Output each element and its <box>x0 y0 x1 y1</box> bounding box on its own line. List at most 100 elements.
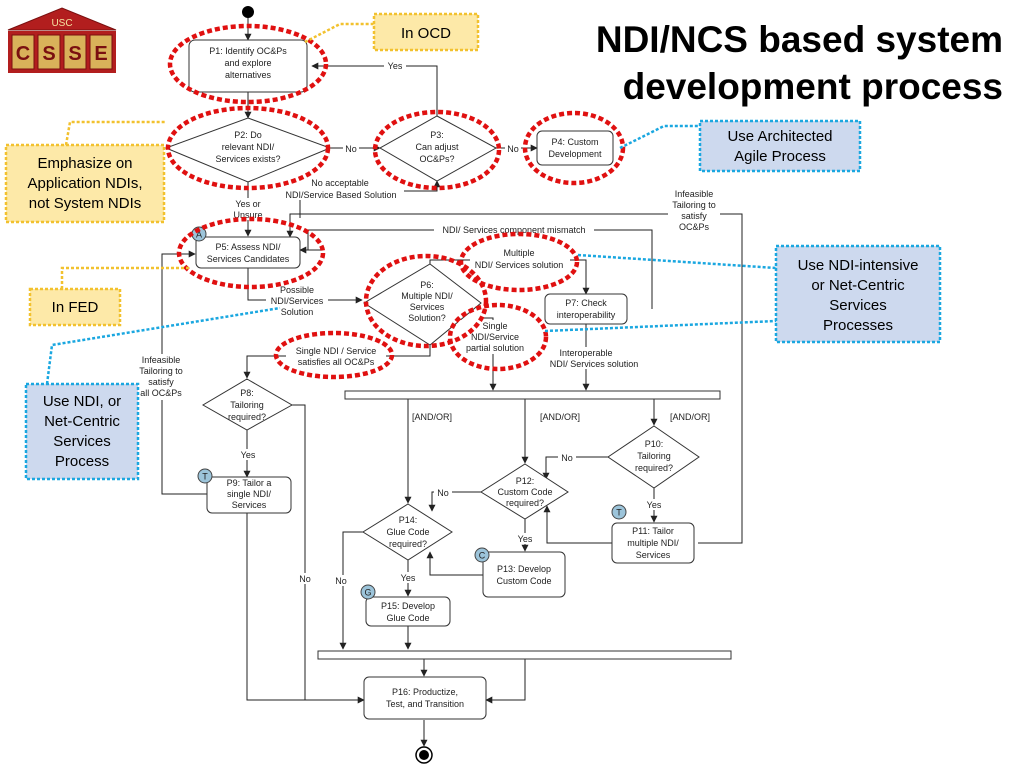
svg-text:required?: required? <box>389 539 427 549</box>
svg-text:No: No <box>345 144 357 154</box>
title-line-1: NDI/NCS based system <box>596 19 1003 60</box>
svg-text:E: E <box>94 43 107 65</box>
svg-text:USC: USC <box>51 18 72 29</box>
svg-text:No: No <box>561 453 573 463</box>
svg-text:Services: Services <box>829 297 887 314</box>
svg-text:Glue Code: Glue Code <box>386 527 429 537</box>
svg-text:Solution?: Solution? <box>408 313 446 323</box>
svg-text:Single NDI / Service: Single NDI / Service <box>296 346 377 356</box>
svg-text:Processes: Processes <box>823 317 893 334</box>
node-p1: P1: Identify OC&Ps and explore alternati… <box>188 39 308 93</box>
svg-text:[AND/OR]: [AND/OR] <box>670 412 710 422</box>
svg-text:P9: Tailor a: P9: Tailor a <box>227 478 272 488</box>
svg-text:Custom Code: Custom Code <box>497 487 552 497</box>
svg-text:Interoperable: Interoperable <box>559 348 612 358</box>
svg-text:satisfy: satisfy <box>148 377 174 387</box>
svg-text:Infeasible: Infeasible <box>142 355 181 365</box>
svg-text:P12:: P12: <box>516 476 535 486</box>
svg-text:P6:: P6: <box>420 280 434 290</box>
node-p2: P2: Do relevant NDI/ Services exists? <box>164 117 332 183</box>
svg-text:Use NDI, or: Use NDI, or <box>43 393 121 410</box>
svg-text:Services exists?: Services exists? <box>215 154 280 164</box>
svg-text:No: No <box>335 576 347 586</box>
svg-text:NDI/ Services component mismat: NDI/ Services component mismatch <box>442 225 585 235</box>
callout-use-ndi-intensive: Use NDI-intensive or Net-Centric Service… <box>774 244 942 344</box>
svg-text:P15: Develop: P15: Develop <box>381 601 435 611</box>
svg-text:No: No <box>507 144 519 154</box>
svg-text:Single: Single <box>482 321 507 331</box>
callout-in-ocd: In OCD <box>372 12 480 52</box>
svg-text:Yes: Yes <box>388 61 403 71</box>
svg-text:Multiple: Multiple <box>503 248 534 258</box>
svg-text:Use Architected: Use Architected <box>727 128 832 145</box>
svg-text:Custom Code: Custom Code <box>496 576 551 586</box>
callout-use-agile: Use Architected Agile Process <box>698 119 862 173</box>
svg-text:P13: Develop: P13: Develop <box>497 564 551 574</box>
node-p11: P11: Tailor multiple NDI/ Services <box>611 522 695 564</box>
svg-text:P4: Custom: P4: Custom <box>551 137 598 147</box>
svg-text:Tailoring: Tailoring <box>230 400 264 410</box>
svg-text:No: No <box>437 488 449 498</box>
svg-text:Tailoring to: Tailoring to <box>672 200 716 210</box>
svg-text:Multiple NDI/: Multiple NDI/ <box>401 291 453 301</box>
svg-text:Test, and Transition: Test, and Transition <box>386 699 464 709</box>
svg-text:multiple NDI/: multiple NDI/ <box>627 538 679 548</box>
svg-text:single NDI/: single NDI/ <box>227 489 272 499</box>
svg-text:Yes: Yes <box>241 450 256 460</box>
node-p4: P4: Custom Development <box>536 130 614 166</box>
svg-text:OC&Ps?: OC&Ps? <box>419 154 454 164</box>
svg-text:P1: Identify OC&Ps: P1: Identify OC&Ps <box>209 46 287 56</box>
svg-text:No acceptable: No acceptable <box>311 178 369 188</box>
svg-text:A: A <box>196 230 202 240</box>
node-p15: P15: Develop Glue Code <box>365 596 451 627</box>
svg-text:C: C <box>479 551 486 561</box>
svg-text:Agile Process: Agile Process <box>734 148 826 165</box>
title-line-2: development process <box>623 66 1003 107</box>
svg-text:P11: Tailor: P11: Tailor <box>632 526 674 536</box>
svg-text:Yes: Yes <box>401 573 416 583</box>
badge-t-p9: T <box>197 468 213 484</box>
svg-text:Yes or: Yes or <box>235 199 260 209</box>
svg-text:required?: required? <box>635 463 673 473</box>
svg-text:P14:: P14: <box>399 515 418 525</box>
node-p7: P7: Check interoperability <box>544 293 628 325</box>
svg-text:[AND/OR]: [AND/OR] <box>540 412 580 422</box>
node-p9: P9: Tailor a single NDI/ Services <box>206 476 292 514</box>
svg-text:Services Candidates: Services Candidates <box>207 254 290 264</box>
callout-use-ndi: Use NDI, or Net-Centric Services Process <box>24 382 140 481</box>
red-highlights <box>165 23 626 380</box>
svg-text:Unsure: Unsure <box>233 210 262 220</box>
svg-text:relevant NDI/: relevant NDI/ <box>222 142 275 152</box>
usc-csse-logo: USC C S S E <box>7 7 117 73</box>
svg-text:Glue Code: Glue Code <box>386 613 429 623</box>
svg-text:alternatives: alternatives <box>225 70 272 80</box>
svg-text:NDI/Services: NDI/Services <box>271 296 324 306</box>
svg-text:In FED: In FED <box>52 299 99 316</box>
node-p14: P14: Glue Code required? <box>362 503 453 561</box>
node-p10: P10: Tailoring required? <box>607 425 700 489</box>
callout-emphasize: Emphasize on Application NDIs, not Syste… <box>4 143 166 224</box>
svg-text:all OC&Ps: all OC&Ps <box>140 388 182 398</box>
node-p5: P5: Assess NDI/ Services Candidates <box>195 236 301 269</box>
svg-text:G: G <box>364 588 371 598</box>
node-p8: P8: Tailoring required? <box>202 378 294 431</box>
svg-text:required?: required? <box>228 412 266 422</box>
svg-text:Development: Development <box>548 149 602 159</box>
svg-text:P7: Check: P7: Check <box>565 298 607 308</box>
node-p13: P13: Develop Custom Code <box>482 551 566 598</box>
svg-text:P10:: P10: <box>645 439 664 449</box>
svg-text:P3:: P3: <box>430 130 444 140</box>
start-node <box>242 6 254 18</box>
node-p16: P16: Productize, Test, and Transition <box>363 676 487 720</box>
svg-text:OC&Ps: OC&Ps <box>679 222 710 232</box>
svg-text:Net-Centric: Net-Centric <box>44 413 120 430</box>
svg-text:required?: required? <box>506 498 544 508</box>
svg-text:[AND/OR]: [AND/OR] <box>412 412 452 422</box>
svg-text:interoperability: interoperability <box>557 310 616 320</box>
svg-text:NDI/ Services solution: NDI/ Services solution <box>475 260 564 270</box>
svg-text:Emphasize on: Emphasize on <box>37 155 132 172</box>
svg-text:NDI/Service Based Solution: NDI/Service Based Solution <box>285 190 396 200</box>
svg-text:P16: Productize,: P16: Productize, <box>392 687 458 697</box>
svg-text:partial solution: partial solution <box>466 343 524 353</box>
